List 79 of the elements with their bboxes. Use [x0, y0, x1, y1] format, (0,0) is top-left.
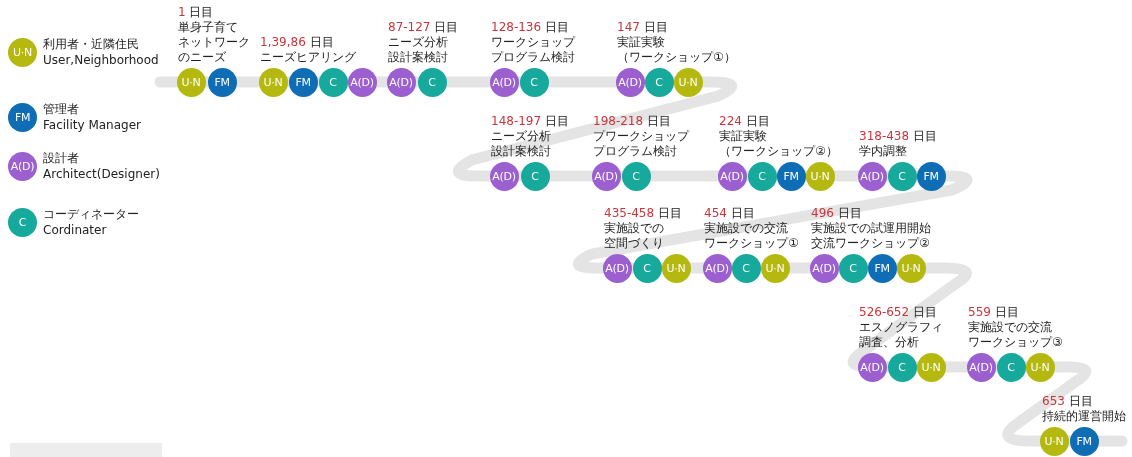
legend-swatch: FM — [8, 102, 37, 132]
day-label: 435-458 日目 — [604, 206, 682, 221]
role-badge: U·N — [760, 253, 790, 283]
day-label: 526-652 日目 — [859, 305, 938, 320]
day-label: 496 日目 — [811, 206, 863, 221]
stage-description: 実施設での空間づくり — [604, 221, 665, 251]
role-badge: FM — [776, 161, 806, 191]
stage-description: 実証実験（ワークショップ②） — [719, 129, 838, 159]
day-label: 653 日目 — [1042, 394, 1094, 409]
day-label: 147 日目 — [617, 20, 669, 35]
stage-description: 学内調整 — [859, 144, 908, 159]
role-badge: A(D) — [591, 161, 621, 191]
day-label: 224 日目 — [719, 114, 771, 129]
role-badge: A(D) — [702, 253, 732, 283]
stage-description: ニーズ分析設計案検討 — [388, 35, 449, 65]
role-badge: A(D) — [489, 67, 519, 97]
role-badge: A(D) — [489, 161, 519, 191]
role-badge: U·N — [1025, 352, 1055, 382]
role-badge: A(D) — [857, 161, 887, 191]
role-badge: FM — [916, 161, 946, 191]
stage-description: エスノグラフィ調査、分析 — [859, 320, 943, 350]
role-badge: C — [519, 67, 549, 97]
stage-description: ニーズ分析設計案検討 — [491, 129, 552, 159]
role-badge: A(D) — [615, 67, 645, 97]
role-badge: U·N — [673, 67, 703, 97]
role-badge: C — [747, 161, 777, 191]
legend-text: 管理者 Facility Manager — [43, 101, 141, 133]
legend-text: コーディネーター Cordinater — [43, 206, 139, 238]
day-label: 1 日目 — [178, 5, 215, 20]
role-badge: A(D) — [966, 352, 996, 382]
role-badge: U·N — [805, 161, 835, 191]
role-badge: U·N — [896, 253, 926, 283]
stage-description: 実証実験（ワークショップ①） — [617, 35, 736, 65]
role-badge: U·N — [1039, 426, 1069, 456]
day-label: 128-136 日目 — [491, 20, 570, 35]
role-badge: FM — [1069, 426, 1099, 456]
role-badge: C — [644, 67, 674, 97]
stage-description: 実施設での試運用開始交流ワークショップ② — [811, 221, 931, 251]
day-label: 198-218 日目 — [593, 114, 672, 129]
stage-description: 持続的運営開始 — [1042, 409, 1126, 424]
role-badge: A(D) — [386, 67, 416, 97]
legend-swatch: U·N — [8, 37, 37, 67]
role-badge: C — [632, 253, 662, 283]
legend-swatch: A(D) — [8, 151, 37, 181]
role-badge: C — [621, 161, 651, 191]
role-badge: A(D) — [809, 253, 839, 283]
stage-description: プワークショッププログラム検討 — [593, 129, 689, 159]
stage-description: ワークショッププログラム検討 — [491, 35, 575, 65]
day-label: 318-438 日目 — [859, 129, 937, 144]
role-badge: U·N — [661, 253, 691, 283]
legend-text: 設計者 Architect(Designer) — [43, 150, 160, 182]
role-badge: A(D) — [347, 67, 377, 97]
day-label: 148-197 日目 — [491, 114, 569, 129]
legend-text: 利用者・近隣住民 User,Neighborhood — [43, 36, 159, 68]
legend-swatch: C — [8, 207, 37, 237]
role-badge: C — [996, 352, 1026, 382]
stage-description: 実施設での交流ワークショップ③ — [968, 320, 1063, 350]
role-badge: C — [520, 161, 550, 191]
stage-description: 実施設での交流ワークショップ① — [704, 221, 799, 251]
role-badge: FM — [288, 67, 318, 97]
role-badge: U·N — [916, 352, 946, 382]
role-badge: A(D) — [857, 352, 887, 382]
role-badge: C — [887, 161, 917, 191]
role-badge: FM — [867, 253, 897, 283]
day-label: 454 日目 — [704, 206, 756, 221]
role-badge: FM — [207, 67, 237, 97]
day-label: 559 日目 — [968, 305, 1020, 320]
day-label: 1,39,86 日目 — [260, 35, 335, 50]
role-badge: A(D) — [717, 161, 747, 191]
role-badge: C — [318, 67, 348, 97]
role-badge: C — [417, 67, 447, 97]
role-badge: C — [887, 352, 917, 382]
stage-description: 単身子育てネットワークのニーズ — [178, 20, 250, 65]
day-label: 87-127 日目 — [388, 20, 459, 35]
role-badge: U·N — [258, 67, 288, 97]
role-badge: C — [838, 253, 868, 283]
role-badge: U·N — [176, 67, 206, 97]
role-badge: C — [731, 253, 761, 283]
stage-description: ニーズヒアリング — [260, 50, 356, 65]
